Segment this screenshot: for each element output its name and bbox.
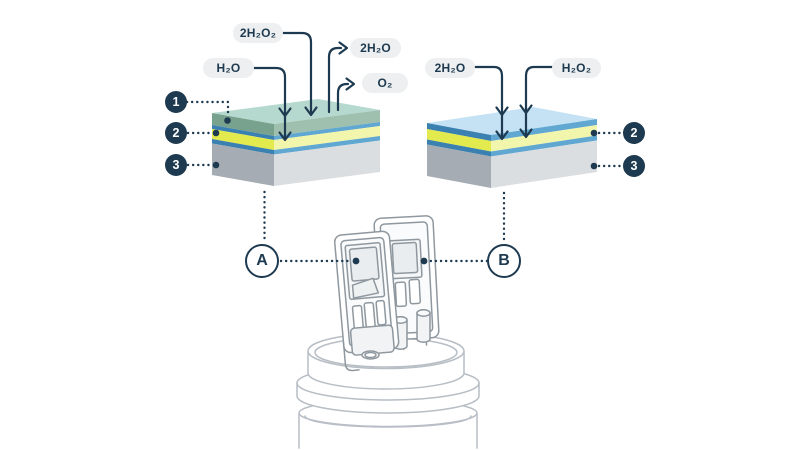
slab-a-layer2c-right	[274, 136, 380, 155]
dot-layer-1	[224, 117, 231, 124]
slab-a-layer2a-left	[212, 125, 274, 140]
marker-a: A	[245, 244, 279, 278]
probe-body-inner-rim	[304, 415, 472, 428]
chip-b-sensor-die	[391, 241, 419, 275]
layer-badge-2-right: 2	[623, 122, 645, 144]
arrow-a-h2o-out	[327, 46, 343, 114]
pill-b-input-2h2o: 2H₂O	[425, 58, 475, 78]
layer-badge-2: 2	[165, 122, 187, 144]
pill-a-input-2h2o2: 2H₂O₂	[233, 23, 283, 43]
arrow-b-h2o2-in	[524, 65, 554, 138]
slab-b-layer2a-right	[491, 119, 597, 141]
slab-a-layer3-left	[212, 143, 274, 186]
arrow-a-o2-out	[336, 82, 350, 112]
layer-badge-3: 3	[165, 154, 187, 176]
dot-layer-2r	[590, 129, 598, 137]
slab-b-layer3-left	[427, 144, 491, 188]
dot-chip-a	[352, 257, 360, 265]
slab-b	[427, 107, 597, 188]
arrowhead-a-h2o-out	[338, 41, 349, 55]
slab-a	[212, 99, 380, 186]
dot-layer-3r	[590, 162, 598, 170]
slab-a-layer2b-left	[212, 129, 274, 150]
layer-badge-1: 1	[165, 91, 187, 113]
reaction-arrows	[252, 31, 554, 142]
arrowhead-b-h2o2-deep	[519, 128, 533, 139]
cap-screw-inner	[364, 351, 377, 359]
pill-a-output-o2: O₂	[362, 73, 408, 93]
slab-a-layer2c-left	[212, 139, 274, 155]
pill-a-input-h2o: H₂O	[203, 58, 254, 78]
slab-a-layer1-right	[274, 110, 380, 136]
slab-b-top-face	[427, 107, 597, 135]
chip-b-component-1	[394, 281, 408, 308]
pill-b-input-h2o2: H₂O₂	[552, 58, 601, 78]
device-chips	[333, 215, 440, 372]
arrowhead-a-h2o-deep	[278, 131, 292, 142]
dot-layer-3	[212, 161, 220, 169]
dot-chip-b	[420, 257, 428, 265]
chip-a-wedge	[351, 277, 380, 299]
slab-a-layer3-right	[274, 140, 380, 186]
arrowhead-a-h2o-surface	[278, 107, 292, 118]
arrowhead-b-h2o-deep	[495, 130, 509, 141]
arrowhead-b-h2o-surface	[495, 106, 509, 117]
chip-a-component-2	[363, 301, 376, 329]
chip-b-component-2	[408, 278, 421, 305]
layer-badge-3-right: 3	[623, 155, 645, 177]
pin-2-top	[416, 309, 431, 317]
slab-b-layer2a-left	[427, 123, 491, 141]
slab-b-layer2b-left	[427, 129, 491, 152]
arrowhead-a-o2-out	[345, 77, 356, 91]
arrowhead-b-h2o2-surface	[519, 104, 533, 115]
connector-dots	[212, 117, 598, 265]
slab-b-layer2c-left	[427, 139, 491, 157]
pill-a-output-2h2o: 2H₂O	[350, 38, 401, 58]
chip-a-component-3	[375, 299, 387, 326]
slab-a-layer2a-right	[274, 122, 380, 140]
connector-badge-1	[185, 100, 230, 117]
slab-b-layer2c-right	[491, 135, 597, 157]
slab-b-layer3-right	[491, 140, 597, 188]
dot-layer-2	[212, 129, 220, 137]
chip-a-component-1	[351, 304, 365, 331]
slab-b-layer2b-right	[491, 125, 597, 152]
arrow-b-h2o-in	[473, 65, 504, 140]
chip-a-sensor-die	[348, 246, 380, 282]
dotted-connectors	[185, 100, 624, 263]
slab-a-layer2b-right	[274, 126, 380, 150]
chip-a-mount-hook	[342, 342, 360, 372]
arrowhead-a-h2o2-surface	[304, 106, 318, 117]
chip-card-a	[333, 230, 400, 372]
arrow-a-h2o-in	[252, 66, 287, 141]
marker-b: B	[487, 244, 521, 278]
arrow-a-h2o2-in	[281, 31, 313, 115]
